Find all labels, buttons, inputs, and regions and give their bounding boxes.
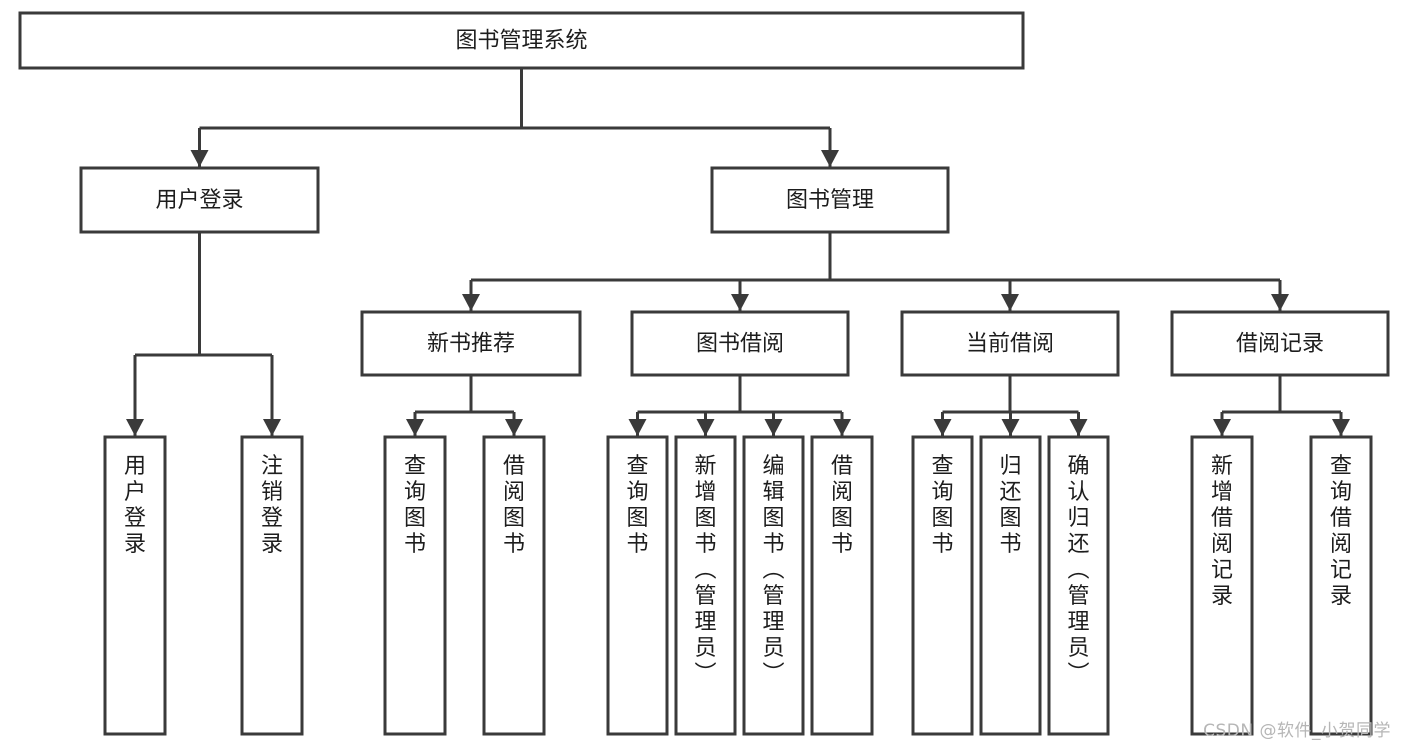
node-user-login[interactable]: 用户登录 xyxy=(79,166,320,234)
node-box[interactable] xyxy=(674,435,737,736)
node-box[interactable] xyxy=(1309,435,1373,736)
node-label: 新增图书︵管理员︶ xyxy=(694,454,716,687)
node-label: 图书借阅 xyxy=(696,332,784,357)
arrow-head xyxy=(462,294,480,311)
node-book-management[interactable]: 图书管理 xyxy=(710,166,950,234)
edge-group-root xyxy=(190,68,839,167)
node-box[interactable] xyxy=(1190,435,1254,736)
node-box[interactable] xyxy=(360,310,582,377)
node-label: 归还图书 xyxy=(999,454,1021,557)
node-leaf-borrow-book-borrow[interactable]: 借阅图书 xyxy=(810,435,874,736)
node-box[interactable] xyxy=(1170,310,1390,377)
node-leaf-logout-login[interactable]: 注销登录 xyxy=(240,435,304,736)
node-leaf-confirm-return-admin[interactable]: 确认归还︵管理员︶ xyxy=(1047,435,1110,736)
node-box[interactable] xyxy=(630,310,850,377)
node-box[interactable] xyxy=(383,435,447,736)
node-box[interactable] xyxy=(103,435,167,736)
arrow-head xyxy=(505,419,523,436)
node-root[interactable]: 图书管理系统 xyxy=(18,11,1025,70)
node-leaf-return-book[interactable]: 归还图书 xyxy=(979,435,1042,736)
node-box[interactable] xyxy=(900,310,1120,377)
node-layer: 图书管理系统用户登录图书管理新书推荐图书借阅当前借阅借阅记录用户登录注销登录查询… xyxy=(18,11,1390,736)
node-current-borrow[interactable]: 当前借阅 xyxy=(900,310,1120,377)
edge-group-new-book-recommend xyxy=(406,375,523,436)
node-leaf-edit-book-admin[interactable]: 编辑图书︵管理员︶ xyxy=(742,435,805,736)
arrow-head xyxy=(764,419,783,436)
node-label: 图书管理系统 xyxy=(455,29,587,54)
arrow-head xyxy=(1271,294,1289,311)
node-label: 新书推荐 xyxy=(427,332,515,357)
arrow-head xyxy=(1001,294,1019,311)
node-label: 注销登录 xyxy=(261,454,283,557)
node-book-borrow[interactable]: 图书借阅 xyxy=(630,310,850,377)
node-label: 确认归还︵管理员︶ xyxy=(1067,454,1089,687)
node-label: 图书管理 xyxy=(786,188,874,213)
arrow-head xyxy=(833,419,851,436)
edge-group-book-management xyxy=(462,232,1289,311)
arrow-head xyxy=(821,150,839,167)
node-label: 编辑图书︵管理员︶ xyxy=(762,454,784,687)
node-leaf-query-book-borrow[interactable]: 查询图书 xyxy=(606,435,669,736)
node-box[interactable] xyxy=(979,435,1042,736)
node-box[interactable] xyxy=(742,435,805,736)
node-label: 查询借阅记录 xyxy=(1330,454,1352,609)
node-box[interactable] xyxy=(79,166,320,234)
arrow-head xyxy=(933,419,952,436)
node-box[interactable] xyxy=(18,11,1025,70)
node-box[interactable] xyxy=(710,166,950,234)
node-label: 借阅图书 xyxy=(503,454,525,557)
node-new-book-recommend[interactable]: 新书推荐 xyxy=(360,310,582,377)
arrow-head xyxy=(1001,419,1020,436)
node-borrow-record[interactable]: 借阅记录 xyxy=(1170,310,1390,377)
edge-group-user-login xyxy=(126,232,281,436)
node-leaf-query-book-current[interactable]: 查询图书 xyxy=(911,435,974,736)
arrow-head xyxy=(1332,419,1350,436)
node-label: 借阅记录 xyxy=(1236,332,1324,357)
edge-group-borrow-record xyxy=(1213,375,1350,436)
node-box[interactable] xyxy=(240,435,304,736)
edge-group-current-borrow xyxy=(933,375,1088,436)
connector-layer xyxy=(126,68,1350,436)
node-leaf-query-book-recommend[interactable]: 查询图书 xyxy=(383,435,447,736)
node-box[interactable] xyxy=(482,435,546,736)
arrow-head xyxy=(126,419,144,436)
node-leaf-query-borrow-record[interactable]: 查询借阅记录 xyxy=(1309,435,1373,736)
node-box[interactable] xyxy=(606,435,669,736)
arrow-head xyxy=(628,419,647,436)
arrow-head xyxy=(263,419,281,436)
node-leaf-borrow-book-recommend[interactable]: 借阅图书 xyxy=(482,435,546,736)
arrow-head xyxy=(1213,419,1231,436)
arrow-head xyxy=(1069,419,1088,436)
node-label: 当前借阅 xyxy=(966,332,1054,357)
node-label: 查询图书 xyxy=(404,454,426,557)
node-label: 新增借阅记录 xyxy=(1211,454,1233,609)
node-box[interactable] xyxy=(1047,435,1110,736)
edge-group-book-borrow xyxy=(628,375,851,436)
node-label: 查询图书 xyxy=(931,454,953,557)
node-box[interactable] xyxy=(911,435,974,736)
arrow-head xyxy=(190,150,209,167)
node-label: 用户登录 xyxy=(124,454,146,557)
node-label: 查询图书 xyxy=(626,454,648,557)
node-label: 借阅图书 xyxy=(831,454,853,557)
node-label: 用户登录 xyxy=(155,188,243,213)
node-leaf-user-login[interactable]: 用户登录 xyxy=(103,435,167,736)
arrow-head xyxy=(731,294,749,311)
node-leaf-add-borrow-record[interactable]: 新增借阅记录 xyxy=(1190,435,1254,736)
node-leaf-add-book-admin[interactable]: 新增图书︵管理员︶ xyxy=(674,435,737,736)
arrow-head xyxy=(696,419,715,436)
node-box[interactable] xyxy=(810,435,874,736)
arrow-head xyxy=(406,419,424,436)
